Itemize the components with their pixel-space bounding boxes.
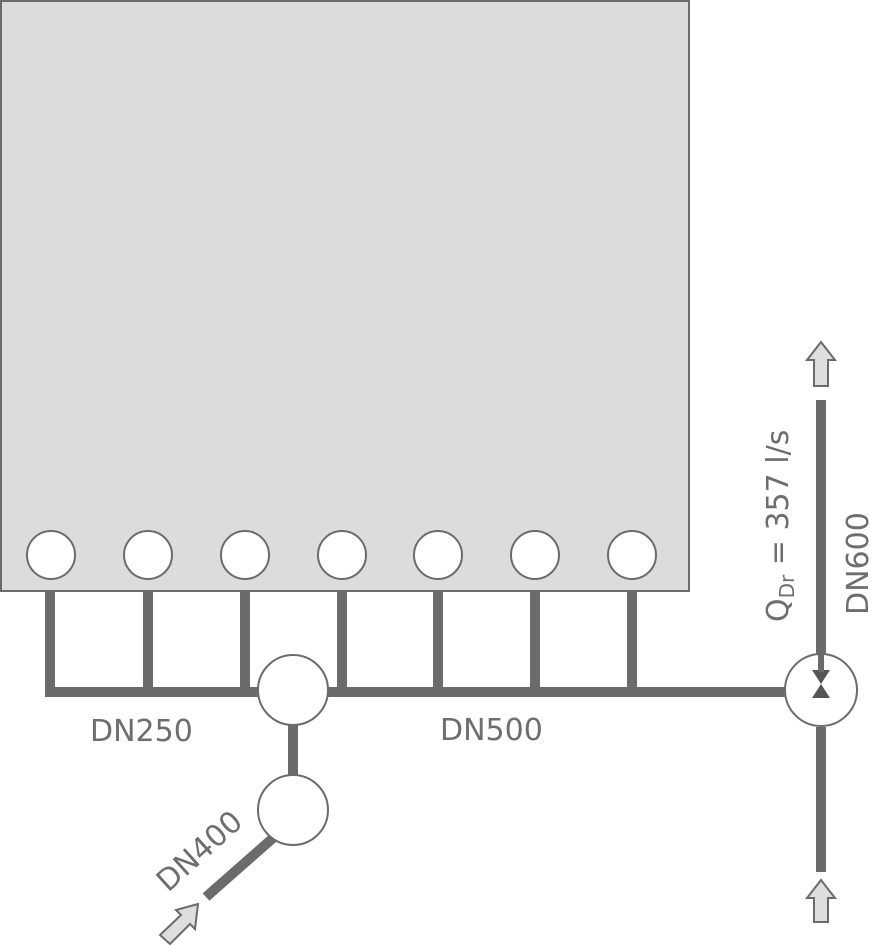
label-dn600: DN600 [841, 512, 872, 615]
outlet-circle-7 [607, 530, 657, 580]
tank [0, 0, 690, 592]
label-dn250: DN250 [90, 714, 193, 749]
outflow-arrow-icon [804, 340, 838, 387]
junction-node-lower [257, 774, 329, 846]
flow-value: = 357 l/s [761, 430, 796, 575]
outlet-circle-6 [510, 530, 560, 580]
label-dn500: DN500 [440, 713, 543, 748]
valve-symbol [812, 670, 830, 698]
inflow-arrow-dn400-icon [158, 902, 200, 945]
svg-text:QDr = 357 l/s: QDr = 357 l/s [761, 430, 799, 622]
outlet-circle-3 [220, 530, 270, 580]
outlets [26, 530, 657, 580]
outlet-circle-5 [413, 530, 463, 580]
inflow-arrow-bottom-icon [804, 878, 838, 923]
outlet-circle-4 [317, 530, 367, 580]
label-flow-rate: QDr = 357 l/s [761, 430, 799, 622]
flow-subscript: Dr [775, 574, 799, 598]
label-dn400: DN400 [150, 804, 250, 899]
outlet-pipes [45, 591, 637, 692]
dn400-pipe [202, 834, 277, 901]
outlet-circle-1 [26, 530, 76, 580]
flow-symbol: Q [761, 598, 796, 622]
junction-node-upper [257, 654, 329, 726]
outlet-circle-2 [123, 530, 173, 580]
